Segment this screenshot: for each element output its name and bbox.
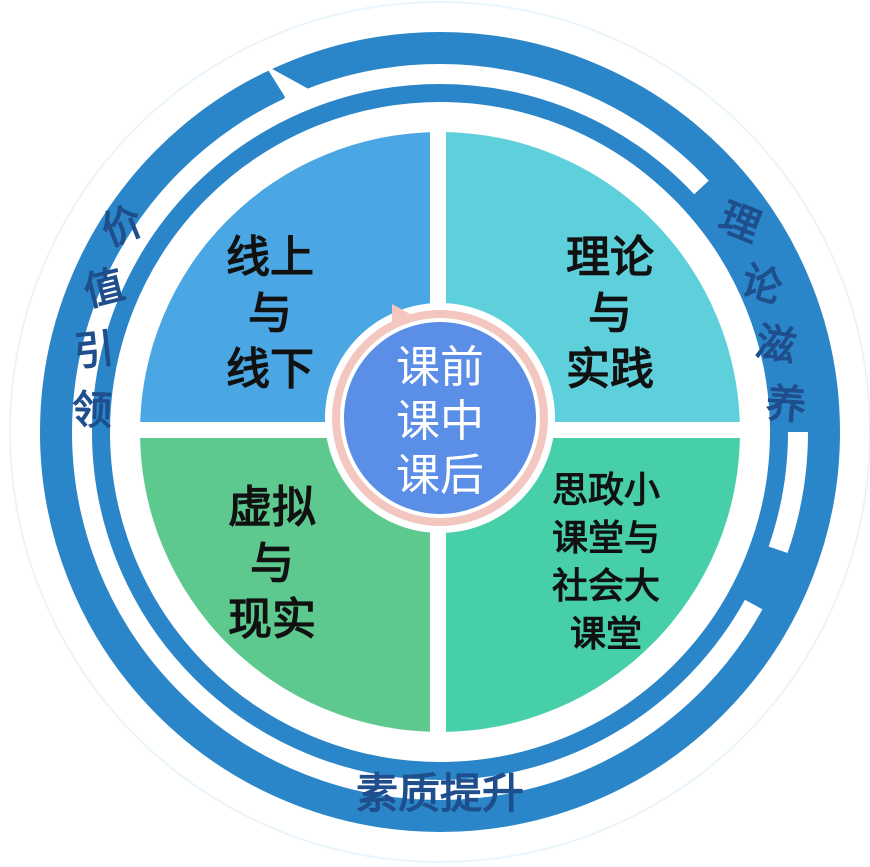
top-left-line-3: 线下 xyxy=(226,344,314,395)
center-line-2: 课中 xyxy=(396,396,484,447)
bottom-right-line-2: 课堂与 xyxy=(552,518,660,559)
ring-left-char-4: 领 xyxy=(71,387,113,434)
bottom-left-line-1: 虚拟 xyxy=(228,482,316,533)
top-left-line-2: 与 xyxy=(248,288,292,339)
ring-right-char-3: 滋 xyxy=(752,319,799,371)
center-arrow-head xyxy=(392,304,410,322)
center-circle xyxy=(344,322,536,514)
top-right-line-1: 理论 xyxy=(566,232,655,283)
ring-right-char-4: 养 xyxy=(764,381,807,430)
bottom-right-line-1: 思政小 xyxy=(552,470,660,511)
faint-outer-ring xyxy=(9,1,870,863)
ring-arrow-band xyxy=(72,64,808,800)
bottom-right-line-3: 社会大 xyxy=(552,566,660,607)
center-ring xyxy=(332,310,548,526)
ring-bottom-label: 素质提升 xyxy=(356,769,524,818)
ring-arrow-head xyxy=(265,65,325,128)
bottom-left-line-3: 现实 xyxy=(228,594,316,645)
center-line-1: 课前 xyxy=(396,342,484,393)
center-line-3: 课后 xyxy=(396,450,484,501)
bottom-right-line-4: 课堂 xyxy=(570,614,642,655)
top-right-line-2: 与 xyxy=(588,288,632,339)
top-right-line-3: 实践 xyxy=(566,344,654,395)
bottom-left-line-2: 与 xyxy=(250,538,294,589)
ring-left-char-3: 引 xyxy=(72,326,117,376)
top-left-line-1: 线上 xyxy=(226,232,314,283)
